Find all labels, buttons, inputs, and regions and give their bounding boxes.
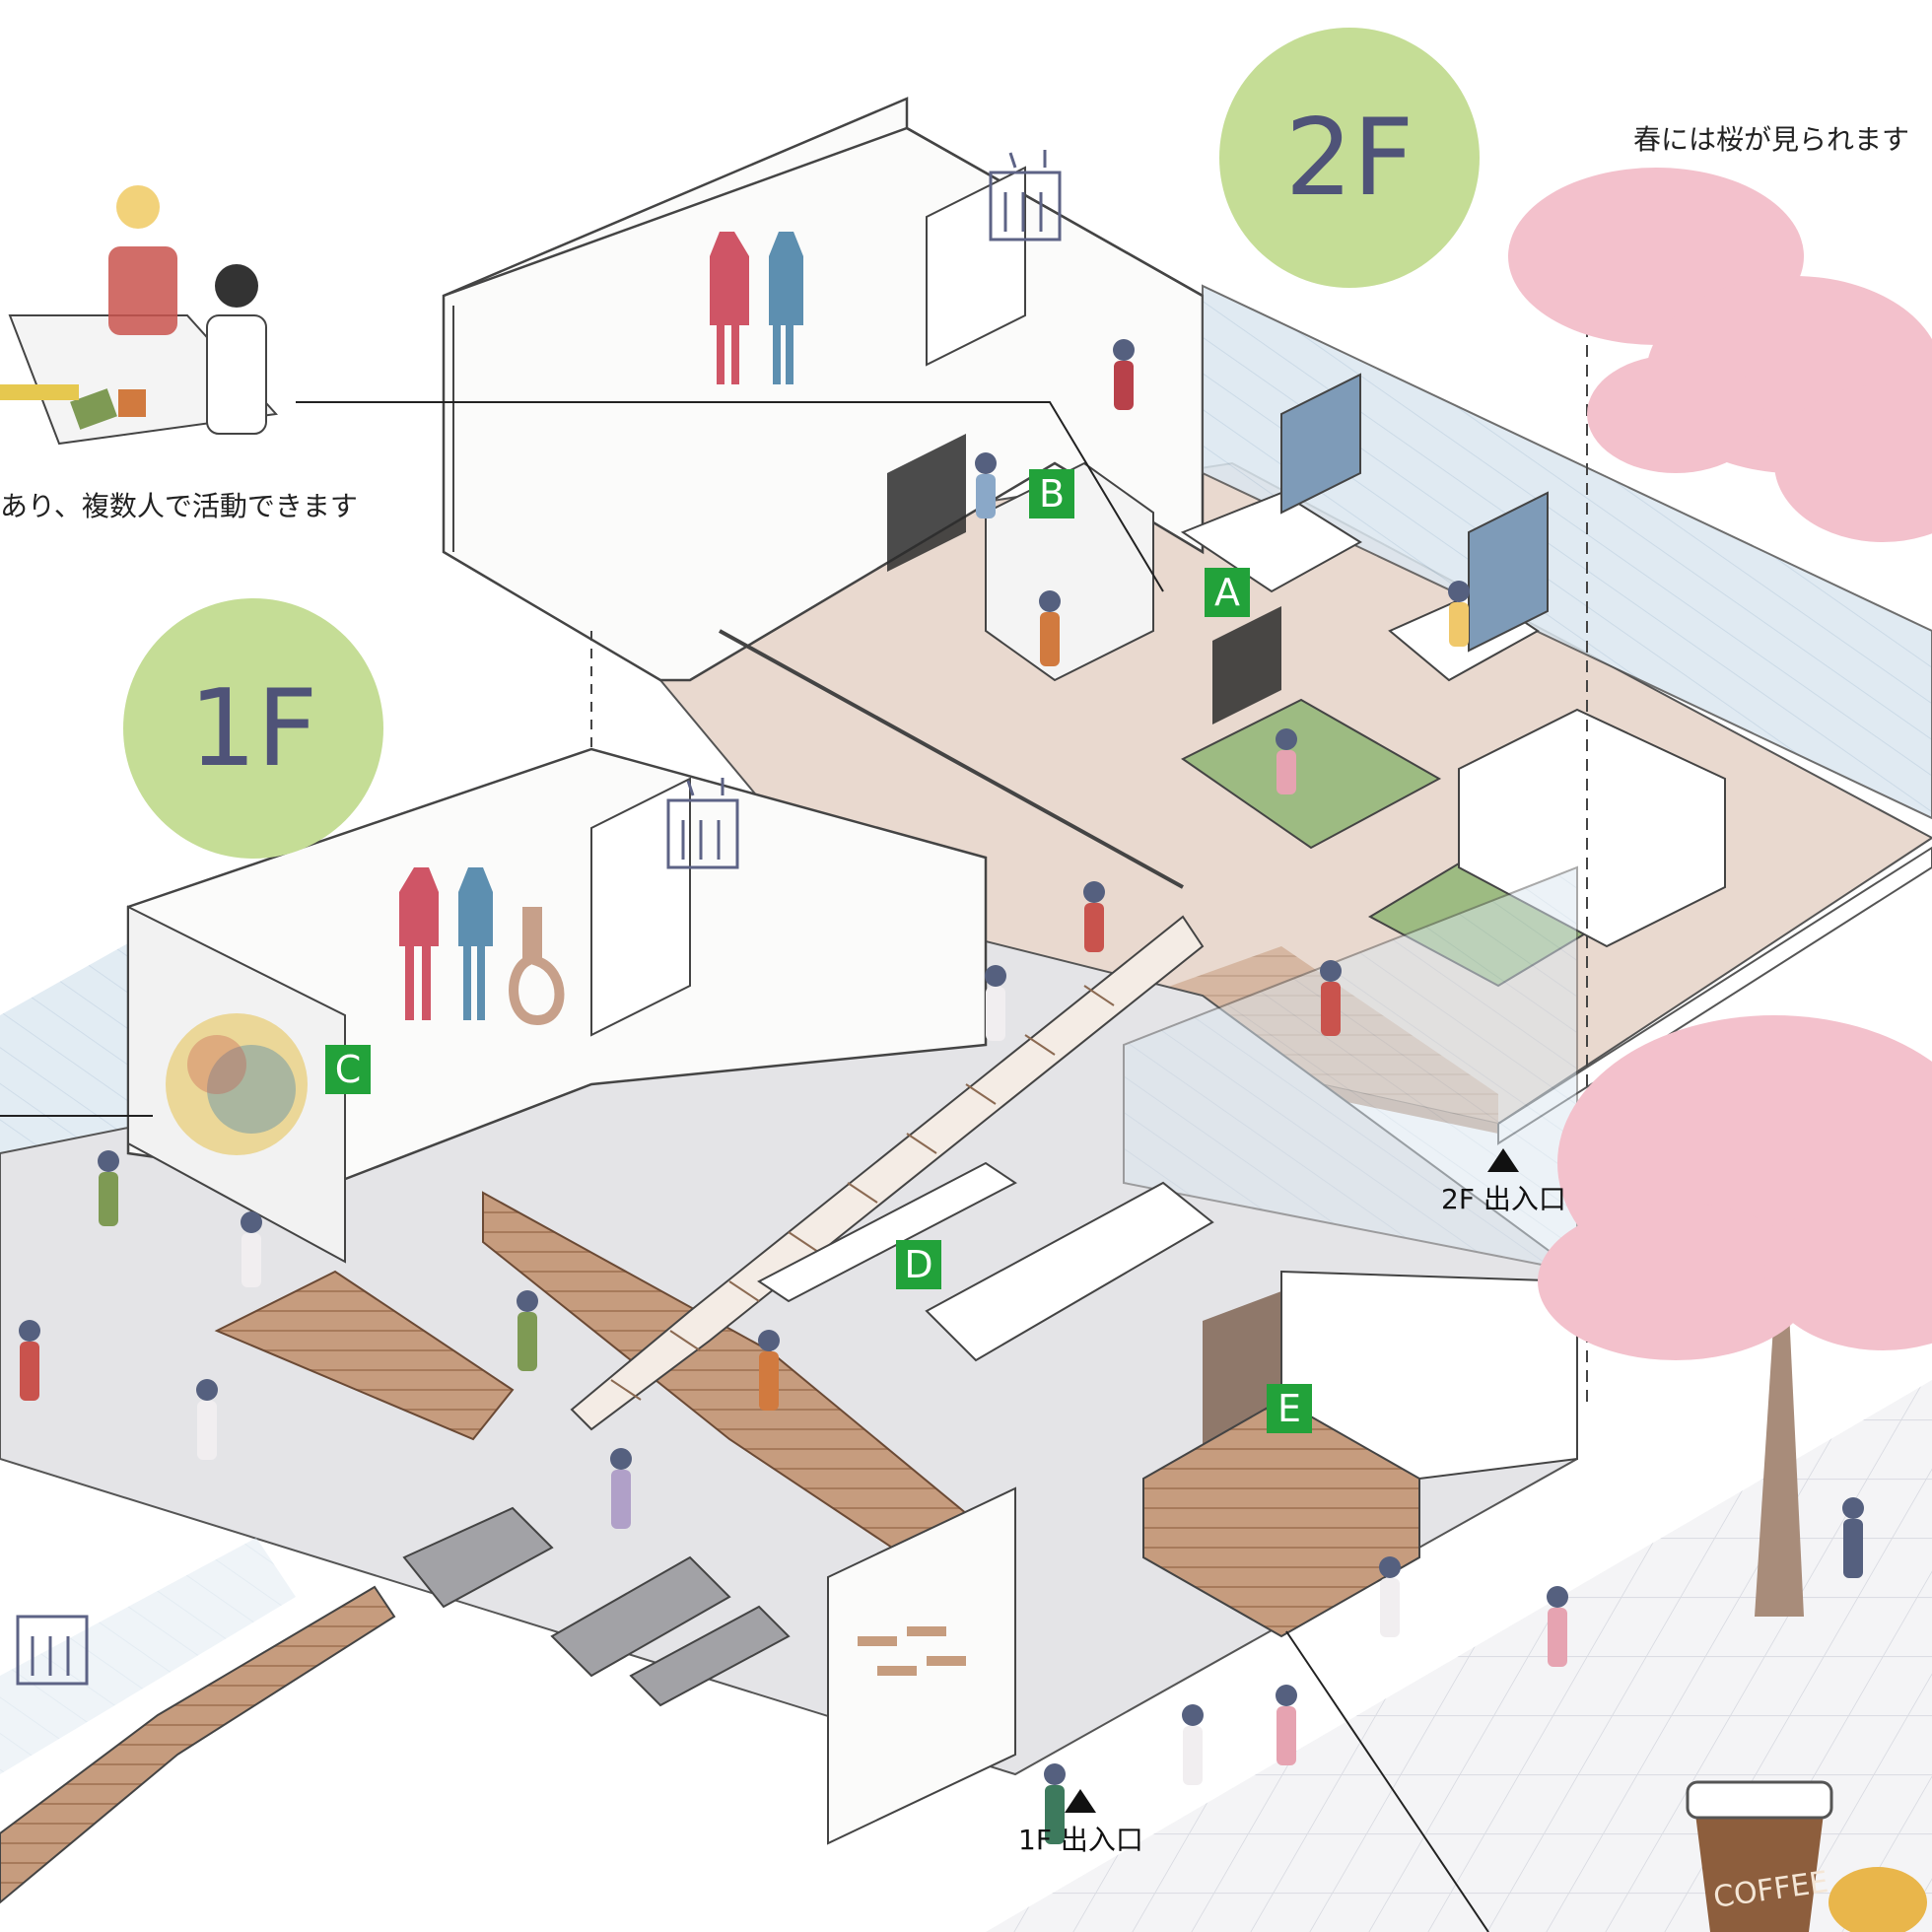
cherry-tree-lower xyxy=(1538,1015,1932,1617)
restroom-icon-1f xyxy=(399,867,565,1026)
zone-marker-b[interactable]: B xyxy=(1029,469,1074,518)
elevator-icon-b1 xyxy=(16,1615,89,1686)
coffee-cup-graphic xyxy=(1686,1780,1833,1932)
2f-green-seating xyxy=(1181,698,1442,850)
2f-window-wall xyxy=(1202,284,1932,820)
caption-group-activity: あり、複数人で活動できます xyxy=(0,490,358,522)
2f-bookshelf xyxy=(1280,373,1361,515)
cherry-tree-upper xyxy=(1508,168,1932,542)
zone-marker-b-label: B xyxy=(1038,472,1066,516)
leader-line-a xyxy=(296,401,1164,592)
entrance-2f-arrow-icon xyxy=(1487,1148,1520,1172)
zone-marker-d-label: D xyxy=(904,1243,933,1286)
zone-marker-e[interactable]: E xyxy=(1267,1384,1312,1433)
zone-marker-a[interactable]: A xyxy=(1205,568,1250,617)
entrance-2f-label: 2F 出入口 xyxy=(1441,1183,1566,1215)
leader-line-e xyxy=(1285,1630,1489,1932)
elevator-icon-1f xyxy=(666,778,739,869)
2f-screen xyxy=(887,434,966,572)
floor-badge-2f-label: 2F xyxy=(1284,96,1414,220)
zone-marker-a-label: A xyxy=(1214,571,1240,614)
elevator-icon-2f xyxy=(989,150,1062,242)
zone-marker-d[interactable]: D xyxy=(896,1240,941,1289)
b1-staircase xyxy=(0,1585,396,1904)
2f-counter xyxy=(719,629,1184,889)
1f-desks xyxy=(925,1181,1214,1362)
1f-sofa xyxy=(402,1506,554,1609)
floor-badge-2f: 2F xyxy=(1219,28,1480,288)
2f-room-b xyxy=(985,461,1154,682)
zone-marker-e-label: E xyxy=(1276,1387,1301,1430)
entrance-1f-arrow-icon xyxy=(1065,1789,1097,1813)
1f-staircase xyxy=(570,915,1205,1431)
restroom-icon-2f xyxy=(710,232,803,384)
entrance-1f: 1F 出入口 xyxy=(1018,1789,1143,1858)
zone-marker-c[interactable]: C xyxy=(325,1045,371,1094)
cookie-graphic xyxy=(1828,1867,1927,1932)
activity-illustration xyxy=(0,185,279,446)
zone-marker-c-label: C xyxy=(334,1048,362,1091)
floor-badge-1f-label: 1F xyxy=(188,666,318,791)
mural-artwork xyxy=(166,1013,308,1155)
1f-wood-bench xyxy=(214,1270,515,1441)
entrance-1f-label: 1F 出入口 xyxy=(1018,1824,1143,1856)
people-figures xyxy=(19,339,1864,1844)
caption-cherry-blossom: 春には桜が見られます xyxy=(1633,123,1910,156)
entrance-2f: 2F 出入口 xyxy=(1441,1148,1566,1217)
floor-badge-1f: 1F xyxy=(123,598,383,859)
1f-brick-panel xyxy=(827,1486,1016,1845)
